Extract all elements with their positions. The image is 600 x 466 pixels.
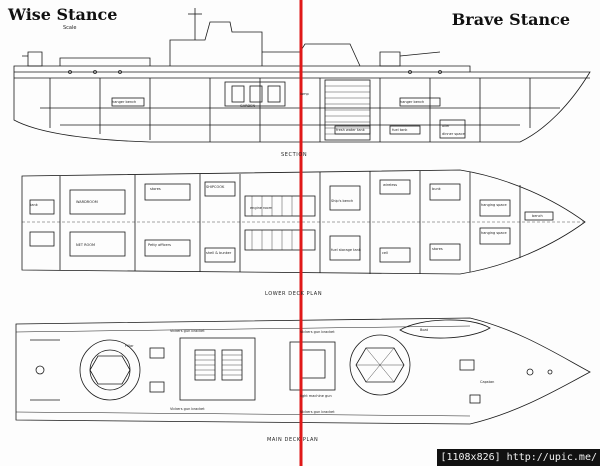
main-deck-plan: [15, 317, 591, 425]
room-label-main: Vickers gun bracket: [170, 407, 205, 411]
room-label-section: hanger bench: [112, 100, 137, 104]
aft-gun: [22, 51, 43, 67]
section-label: SECTION: [281, 152, 308, 158]
room-label-main: Vickers gun bracket: [300, 330, 335, 334]
forward-gun: [379, 51, 441, 67]
engine-starboard: [244, 229, 316, 251]
room-label-section: oiler: [442, 124, 450, 128]
room-label-section: dinner space: [442, 132, 465, 136]
room-label-section: fuel tank: [392, 128, 408, 132]
room-label-lower: fuel storage tank: [331, 248, 361, 252]
room-label-lower: WARDROOM: [76, 200, 98, 204]
room-label-lower: shell & bunker: [206, 251, 232, 255]
room-label-main: Pillar: [125, 344, 134, 348]
section-profile: [13, 8, 591, 143]
room-label-main: light machine gun: [300, 394, 332, 398]
room-label-main: Boat: [420, 328, 429, 332]
deckhouse: [179, 337, 256, 401]
bridge-superstructure: [169, 21, 263, 66]
brave-stance-heading: Brave Stance: [451, 10, 570, 29]
room-label-lower: bench: [532, 214, 543, 218]
room-label-lower: wireless: [383, 183, 398, 187]
room-label-lower: cell: [382, 251, 389, 255]
room-label-section: GARDEN: [240, 104, 256, 108]
room-label-main: Vickers gun bracket: [300, 410, 335, 414]
forward-gun-turret: [349, 334, 411, 396]
room-label-lower: Petty officers: [148, 243, 171, 247]
room-label-lower: tank: [30, 203, 38, 207]
main-deck-label: MAIN DECK PLAN: [267, 437, 319, 443]
room-label-main: Vickers gun bracket: [170, 329, 205, 333]
lower-deck-plan: [21, 169, 586, 275]
lower-deck-label: LOWER DECK PLAN: [265, 291, 323, 297]
room-label-lower: SHIPCOOK: [206, 185, 225, 189]
room-label-lower: stores: [150, 187, 161, 191]
aft-gun-turret: [79, 339, 141, 401]
wise-stance-heading: Wise Stance: [8, 5, 118, 24]
room-label-lower: stores: [432, 247, 443, 251]
room-label-lower: Ship's bench: [331, 199, 354, 203]
image-credit-bar[interactable]: [1108x826] http://upic.me/: [437, 449, 600, 466]
room-label-lower: hanging space: [481, 231, 507, 235]
scale-label: Scale: [63, 25, 77, 31]
room-label-main: Capstan: [480, 380, 495, 384]
room-label-section: fresh water tank: [336, 128, 365, 132]
room-label-section: lamp: [300, 92, 309, 96]
room-label-lower: hanging space: [481, 203, 507, 207]
room-label-lower: NET ROOM: [76, 243, 96, 247]
ship-boat: [399, 319, 491, 339]
main-deck-hull-outline: [15, 317, 591, 425]
room-label-lower: engine room: [250, 206, 273, 210]
section-hull-outline: [13, 65, 591, 143]
room-label-section: hanger bench: [400, 100, 425, 104]
room-label-lower: bunk: [432, 187, 441, 191]
engine-port: [244, 195, 316, 217]
